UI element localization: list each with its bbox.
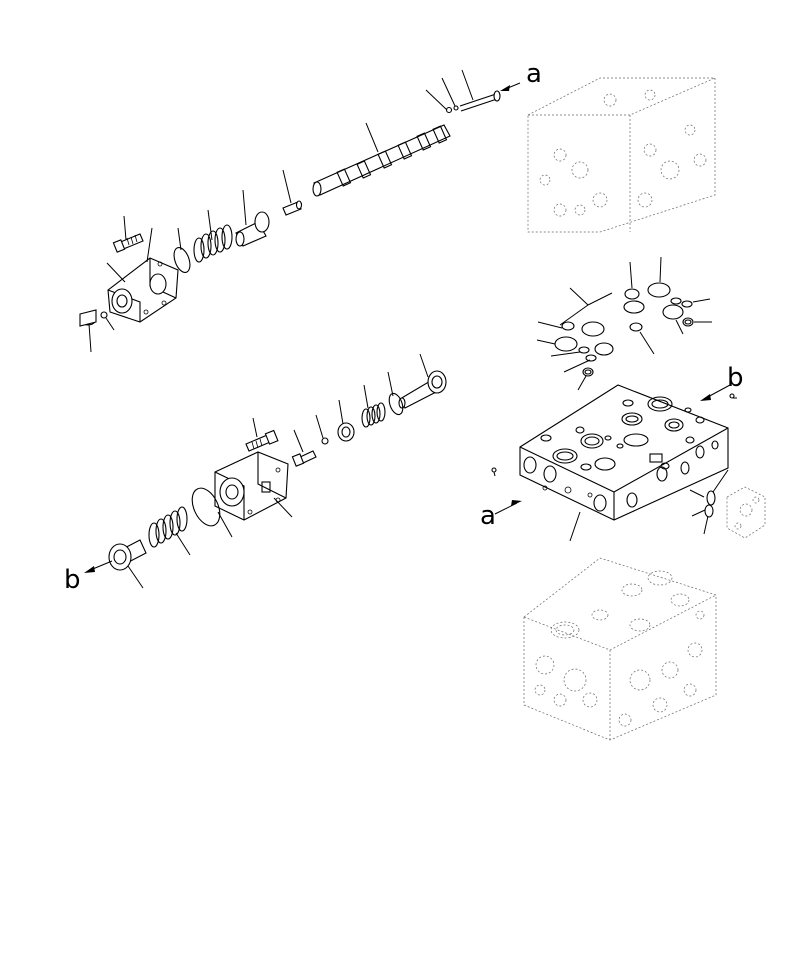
spool: [312, 124, 451, 197]
reference-a-top: a: [526, 59, 542, 89]
small-bolt: [291, 450, 317, 467]
o-ring-group: [536, 256, 712, 391]
small-ring: [453, 105, 459, 111]
ghost-valve-block-bottom: [523, 557, 717, 741]
reference-a-block: a: [480, 501, 496, 531]
o-ring-13: [594, 342, 614, 356]
o-ring-side-1: [706, 490, 716, 506]
o-ring-3: [624, 288, 640, 300]
small-washer: [321, 437, 329, 445]
o-ring-8: [662, 304, 684, 320]
o-ring-14: [585, 354, 597, 362]
o-ring-2: [581, 321, 605, 337]
stopper-rod: [459, 90, 501, 112]
bolt: [112, 233, 144, 253]
reference-b-block: b: [727, 363, 744, 393]
side-fitting: [689, 469, 766, 539]
o-ring-6: [670, 297, 682, 305]
lower-spool-assembly: b: [64, 353, 447, 595]
spring-seat: [235, 211, 270, 247]
housing: [214, 451, 289, 521]
plug-o-ring: [100, 311, 108, 319]
o-ring-9: [682, 317, 694, 327]
o-ring-4: [647, 282, 671, 298]
leader-lines-upper: [88, 69, 474, 353]
small-pin-a: [491, 467, 497, 473]
o-ring-lower: [388, 392, 404, 416]
gasket: [191, 487, 221, 527]
o-ring-10: [629, 322, 643, 332]
ghost-valve-block-top: [527, 77, 716, 233]
main-valve-block: [519, 384, 729, 542]
o-ring: [173, 247, 191, 273]
small-ball: [445, 106, 453, 114]
piston-stem: [398, 370, 447, 409]
spring: [193, 224, 233, 263]
spring-left: [148, 506, 188, 548]
upper-spool-assembly: a: [79, 59, 542, 353]
reference-b-left: b: [64, 565, 81, 595]
o-ring-side-2: [704, 504, 714, 518]
nut: [337, 422, 355, 442]
arrow-to-b-left: [84, 560, 113, 573]
o-ring-11: [554, 336, 578, 352]
o-ring-7: [681, 300, 693, 308]
o-ring-1: [561, 321, 575, 331]
leader-lines-lower: [127, 353, 429, 589]
cover: [107, 257, 179, 323]
o-ring-5: [623, 300, 645, 314]
small-pin-b: [729, 393, 735, 399]
pin: [282, 200, 303, 216]
bolt-lower: [245, 429, 279, 452]
o-ring-12: [578, 346, 590, 354]
o-ring-15: [582, 367, 594, 377]
arrow-to-a-top: [500, 82, 521, 91]
spring-seat-left: [108, 539, 147, 571]
arrow-to-a-block: [494, 500, 522, 515]
arrow-to-b-block: [700, 384, 731, 401]
spring-lower: [361, 402, 386, 428]
plug: [79, 309, 97, 327]
